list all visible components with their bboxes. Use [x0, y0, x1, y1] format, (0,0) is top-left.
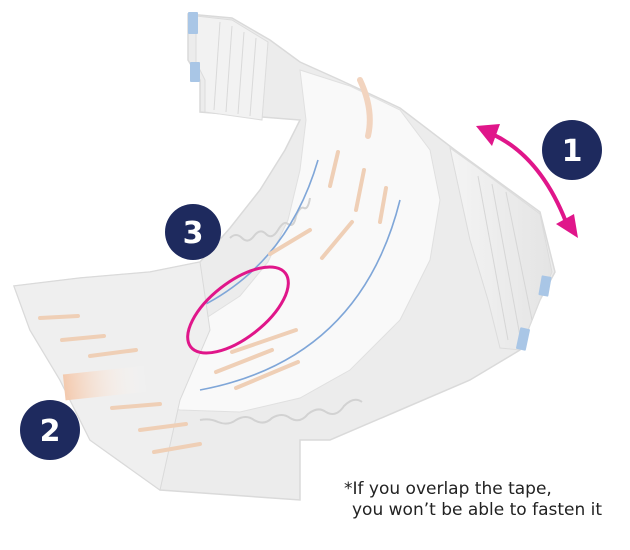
upper-tape-top: [188, 12, 198, 34]
caption-note: *If you overlap the tape, you won’t be a…: [344, 479, 602, 521]
upper-tape-bottom: [190, 62, 200, 82]
double-headed-curved-arrow-icon: [476, 124, 578, 238]
landing-zone-patch: [62, 365, 150, 401]
upper-waist-stitching: [213, 21, 257, 117]
leg-cuff-lower: [199, 398, 363, 425]
blue-line-inner: [199, 199, 401, 391]
badge-2: 2: [20, 400, 80, 460]
right-side-panel: [449, 146, 553, 351]
right-tape-top: [538, 275, 552, 297]
leg-cuff-upper: [229, 197, 311, 242]
badge-2-label: 2: [40, 414, 61, 449]
caption-line-1: *If you overlap the tape,: [344, 479, 552, 499]
glue-strips: [38, 150, 388, 454]
badge-1-label: 1: [562, 134, 583, 169]
badge-3: 3: [165, 204, 221, 260]
waist-accent: [357, 77, 373, 139]
highlight-ellipse-icon: [186, 265, 290, 355]
caption-line-2: you won’t be able to fasten it: [352, 500, 603, 520]
badge-3-label: 3: [183, 216, 204, 251]
right-tape-bottom: [516, 327, 530, 351]
badge-1: 1: [542, 120, 602, 180]
right-panel-stitching: [477, 175, 533, 341]
